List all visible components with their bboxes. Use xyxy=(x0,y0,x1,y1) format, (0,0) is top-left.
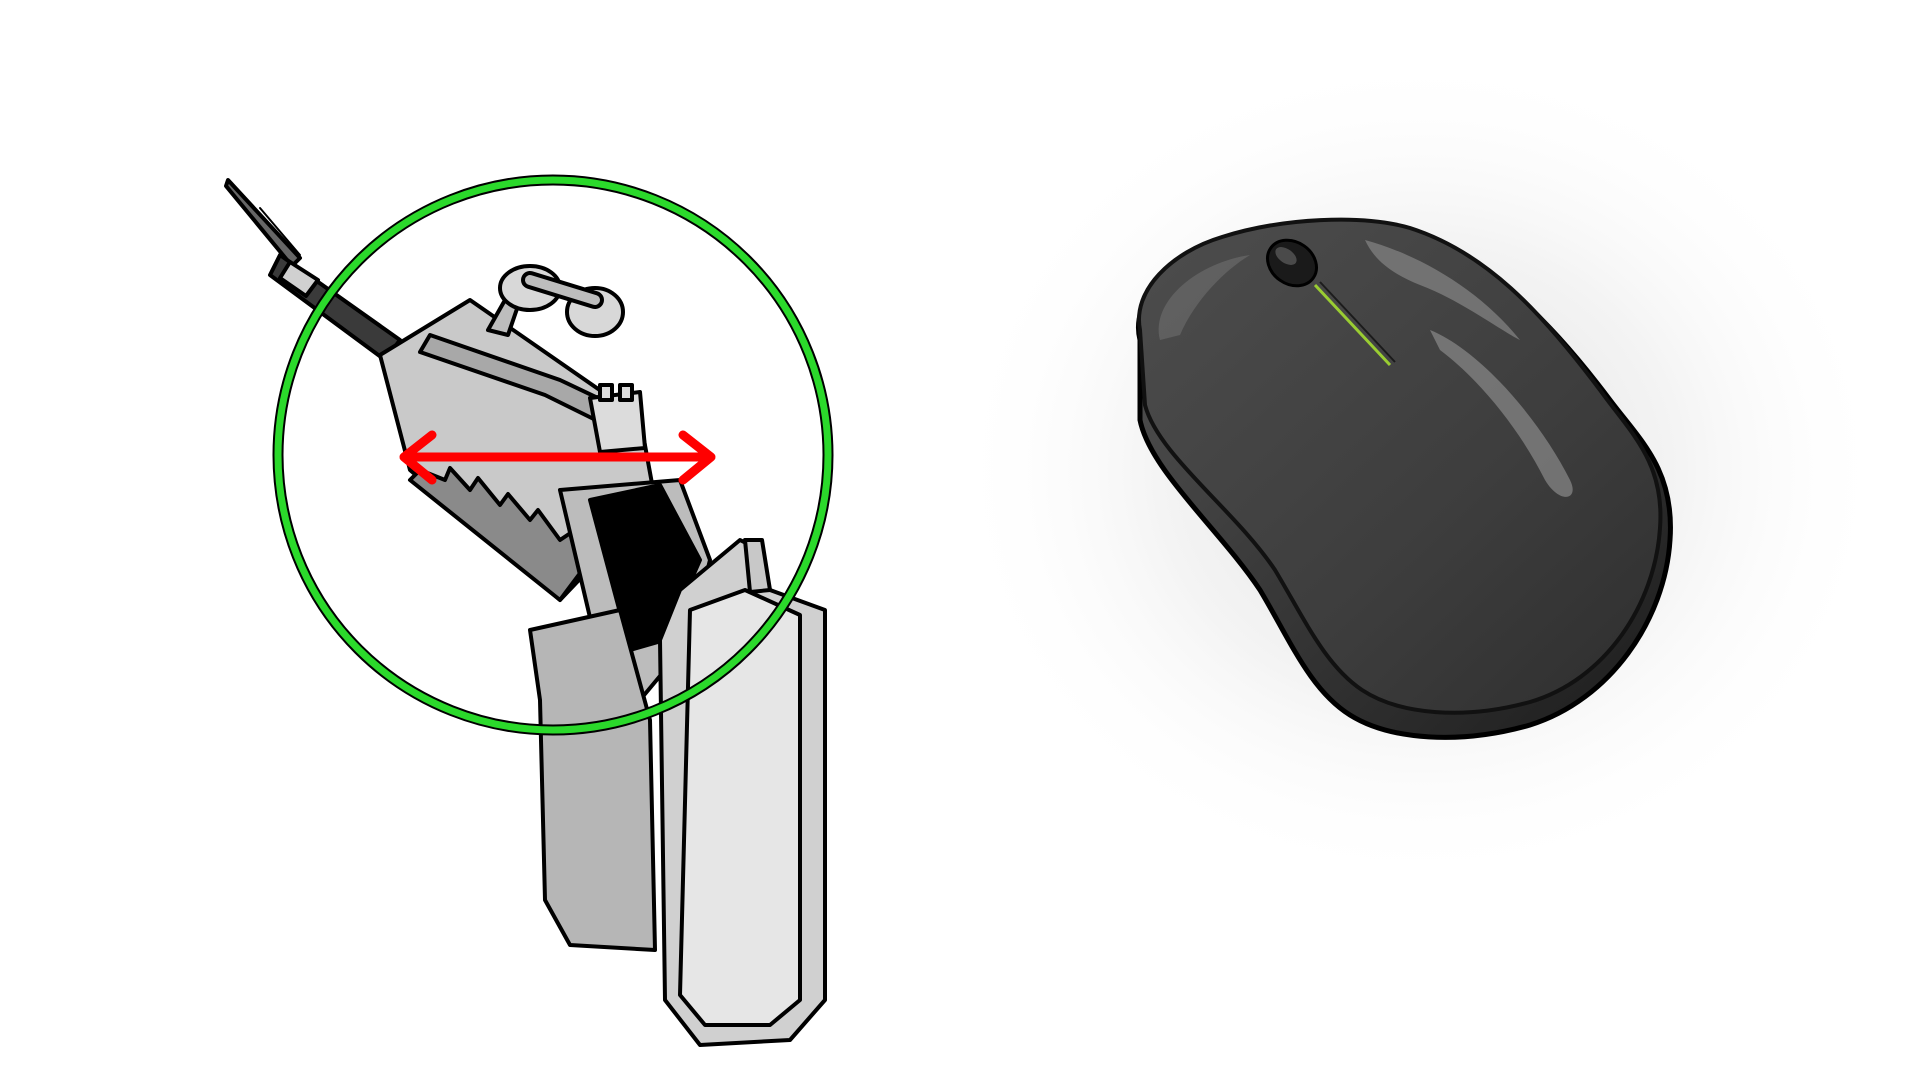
rifle-tutorial-panel xyxy=(224,174,834,1047)
mouse-tutorial-panel xyxy=(950,50,1890,890)
rifle-icon xyxy=(224,178,827,1047)
mouse-button-seam-icon xyxy=(1313,283,1392,367)
mouse-icon xyxy=(1136,217,1673,740)
left-right-arrow-icon xyxy=(399,430,716,485)
